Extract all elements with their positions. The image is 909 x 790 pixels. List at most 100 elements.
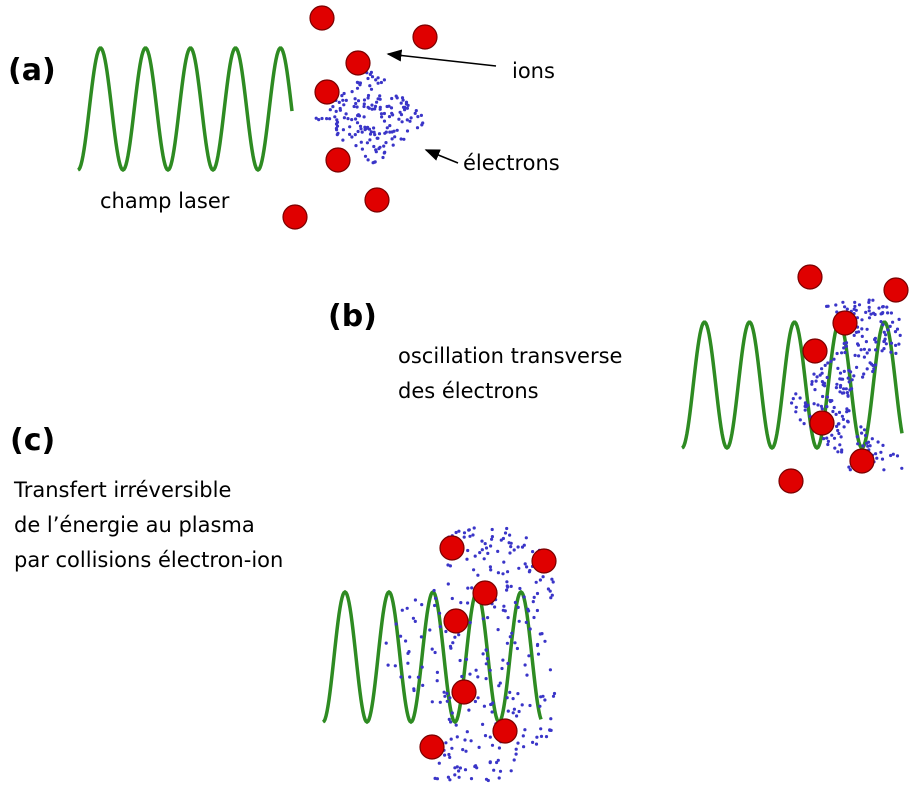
ion-circle [492,718,518,744]
electron-dot [511,711,515,715]
electron-dot [889,453,893,458]
electron-dot [486,551,490,556]
electron-dot [897,342,901,346]
electron-dot [384,641,388,645]
electron-dot [350,90,354,94]
electron-dot [444,741,448,745]
electron-dot [544,735,549,739]
electron-dot [842,425,846,429]
electron-dot [864,340,869,344]
electron-dot [509,541,513,545]
ion-circle [531,548,557,574]
electron-dot [463,768,468,772]
electron-dot [382,78,386,82]
electron-dot [886,328,890,332]
electron-dot [341,138,345,142]
panel-c-caption-line1: Transfert irréversible [13,478,231,502]
electron-dot [433,776,437,781]
electron-dot [522,595,526,599]
electron-dot [838,390,842,394]
electron-dot [395,96,399,100]
electron-dot [891,320,895,324]
electron-dot [865,441,869,445]
electron-dot [845,307,849,311]
electron-dot [861,444,865,448]
electron-dot [366,96,370,100]
electron-dot [497,746,501,750]
panel-a: (a) champ laser ions électrons [8,5,560,230]
electron-dot [535,643,540,648]
electron-dot [384,141,388,145]
electron-dot [342,103,346,107]
electron-dot [454,723,458,727]
electron-dot [515,646,520,651]
electron-dot [549,717,553,721]
electron-dot [356,129,360,134]
electron-dot [833,446,837,450]
electron-dot [867,309,871,313]
panel-b: (b) oscillation transverse des électrons [328,264,909,494]
electron-dot [457,633,461,637]
electron-dot [458,766,462,770]
electron-dot [550,577,554,581]
electron-dot [531,740,535,745]
electron-dot [450,746,454,750]
panel-b-caption-line1: oscillation transverse [398,344,622,368]
electron-dot [356,99,361,103]
electron-dot [898,333,902,337]
electron-dot [472,568,476,572]
electron-dot [457,775,461,779]
electron-dot [854,330,859,334]
electron-dot [895,327,900,331]
electron-dot [338,108,342,112]
electron-dot [448,778,452,782]
electron-dot [515,714,519,718]
electron-dot [837,410,842,414]
electron-dot [499,538,503,542]
electron-dot [469,777,474,781]
electron-dot [373,107,377,111]
electron-dot [362,104,366,109]
electron-dot [376,81,380,85]
electron-dot [449,737,453,741]
electron-dot [847,380,851,384]
electron-dot [852,307,856,311]
electron-dot [419,635,423,639]
electron-dot [505,526,509,531]
electron-dot [399,675,403,679]
electron-dot [843,350,847,355]
electron-dot [354,144,358,148]
electron-dot [524,536,528,540]
electron-dot [386,663,390,667]
electron-dot [373,104,378,108]
electron-dot [462,535,466,539]
electron-dot [874,348,878,352]
electron-dot [834,303,838,307]
electron-dot [398,110,402,114]
electron-dot [471,533,475,537]
electron-dot [490,710,494,714]
electron-dot [889,341,894,345]
electron-dot [377,147,381,151]
electron-dot [508,635,512,639]
electron-dot [473,699,477,704]
electron-dot [871,369,875,374]
electron-dot [414,109,418,113]
electron-dot [476,675,480,679]
electron-dot [897,317,901,321]
electron-dot [820,380,825,384]
electron-dot [453,773,457,777]
electron-dot [474,764,478,768]
ion-circle [443,608,469,634]
electron-dot [372,130,376,134]
electron-dot [856,442,860,446]
electron-dot [368,72,372,76]
electron-dot [836,428,840,433]
electron-dot [430,647,434,651]
electron-dot [373,160,377,164]
electron-dot [359,127,363,131]
electron-dot [496,571,500,575]
electron-dot [840,414,845,418]
electron-dot [320,116,324,121]
electron-dot [531,600,535,604]
